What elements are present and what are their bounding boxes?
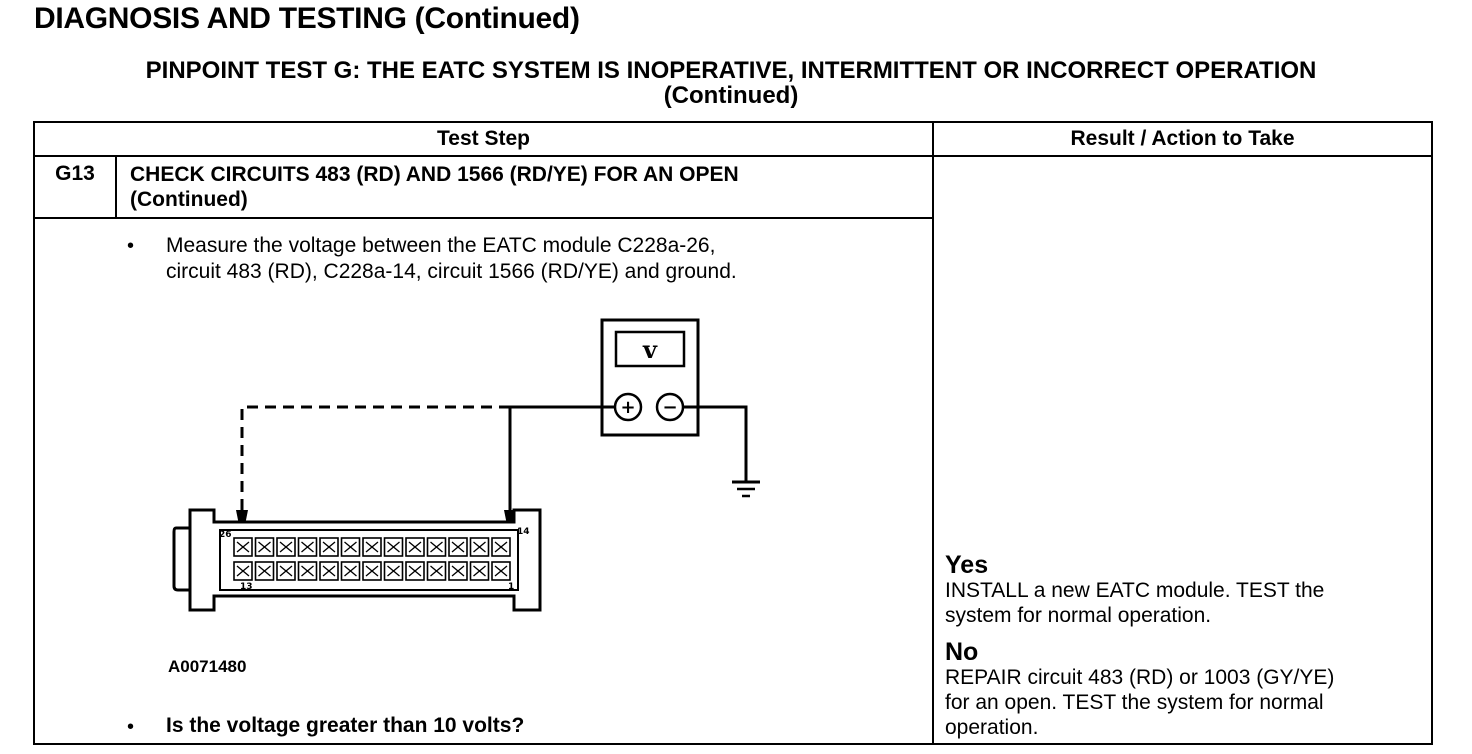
pin-terminal xyxy=(451,565,465,577)
pin-terminal xyxy=(408,541,422,553)
pinpoint-test-title: PINPOINT TEST G: THE EATC SYSTEM IS INOP… xyxy=(0,58,1462,108)
connector-icon: 26 14 13 1 xyxy=(172,508,542,612)
step-id: G13 xyxy=(55,162,95,185)
pinpoint-test-title-line1: PINPOINT TEST G: THE EATC SYSTEM IS INOP… xyxy=(145,57,1317,84)
pin-terminal xyxy=(258,565,271,577)
pin-terminal xyxy=(236,541,250,553)
step-title-divider xyxy=(33,217,933,219)
pin-terminal xyxy=(365,541,379,553)
negative-lead xyxy=(683,405,748,482)
step-title: CHECK CIRCUITS 483 (RD) AND 1566 (RD/YE)… xyxy=(130,162,739,212)
column-header-result: Result / Action to Take xyxy=(1070,127,1295,150)
result-no-line2: for an open. TEST the system for normal xyxy=(945,691,1324,714)
meter-symbol: v xyxy=(642,335,658,364)
connector-pins xyxy=(233,537,511,581)
result-no-line3: operation. xyxy=(945,716,1039,739)
minus-terminal: − xyxy=(662,397,677,418)
pin-terminal xyxy=(301,565,314,577)
column-header-test-step: Test Step xyxy=(437,127,530,150)
pin-terminal xyxy=(236,565,250,577)
positive-lead xyxy=(508,405,615,525)
pin-label-13: 13 xyxy=(240,582,253,592)
pin-terminal xyxy=(451,541,465,553)
step-title-line1: CHECK CIRCUITS 483 (RD) AND 1566 (RD/YE)… xyxy=(130,163,739,186)
instruction-text: Measure the voltage between the EATC mod… xyxy=(166,233,737,285)
instruction-line1: Measure the voltage between the EATC mod… xyxy=(166,234,716,257)
ground-icon xyxy=(732,480,760,498)
pin-terminal xyxy=(301,541,314,553)
pin-terminal xyxy=(365,565,379,577)
pin-terminal xyxy=(258,541,271,553)
pin-terminal xyxy=(494,541,508,553)
bullet-question: • xyxy=(127,716,135,738)
voltmeter-icon: v + − xyxy=(600,318,700,437)
pin-terminal xyxy=(387,541,400,553)
column-divider xyxy=(932,121,934,745)
result-yes: Yes INSTALL a new EATC module. TEST the … xyxy=(945,552,1425,628)
result-yes-line1: INSTALL a new EATC module. TEST the xyxy=(945,579,1325,602)
instruction-line2: circuit 483 (RD), C228a-14, circuit 1566… xyxy=(166,260,737,283)
pinpoint-test-title-line2: (Continued) xyxy=(663,82,799,109)
result-yes-line2: system for normal operation. xyxy=(945,604,1212,627)
pin-terminal xyxy=(344,565,357,577)
page-title: DIAGNOSIS AND TESTING (Continued) xyxy=(34,2,580,35)
result-no-label: No xyxy=(945,638,979,666)
result-no-line1: REPAIR circuit 483 (RD) or 1003 (GY/YE) xyxy=(945,666,1335,689)
pin-terminal xyxy=(387,565,400,577)
pin-terminal xyxy=(473,541,486,553)
pin-label-1: 1 xyxy=(508,582,514,592)
result-no: No REPAIR circuit 483 (RD) or 1003 (GY/Y… xyxy=(945,639,1425,740)
step-title-line2: (Continued) xyxy=(130,188,248,211)
pin-terminal xyxy=(430,541,443,553)
dashed-lead xyxy=(240,405,510,525)
pin-terminal xyxy=(408,565,422,577)
pin-terminal xyxy=(322,541,336,553)
header-divider xyxy=(33,155,1433,157)
test-question: Is the voltage greater than 10 volts? xyxy=(166,714,525,737)
bullet: • xyxy=(127,235,135,257)
figure-id: A0071480 xyxy=(168,657,247,676)
test-table xyxy=(33,121,1433,745)
pin-terminal xyxy=(279,565,293,577)
pin-terminal xyxy=(344,541,357,553)
pin-terminal xyxy=(430,565,443,577)
pin-terminal xyxy=(494,565,508,577)
result-yes-label: Yes xyxy=(945,551,989,579)
pin-terminal xyxy=(473,565,486,577)
pin-terminal xyxy=(322,565,336,577)
pin-label-14: 14 xyxy=(517,527,530,537)
plus-terminal: + xyxy=(620,397,635,418)
step-id-divider xyxy=(115,155,117,218)
pin-label-26: 26 xyxy=(219,530,232,540)
wiring-diagram: v + − 26 14 13 1 xyxy=(172,318,760,612)
pin-terminal xyxy=(279,541,293,553)
